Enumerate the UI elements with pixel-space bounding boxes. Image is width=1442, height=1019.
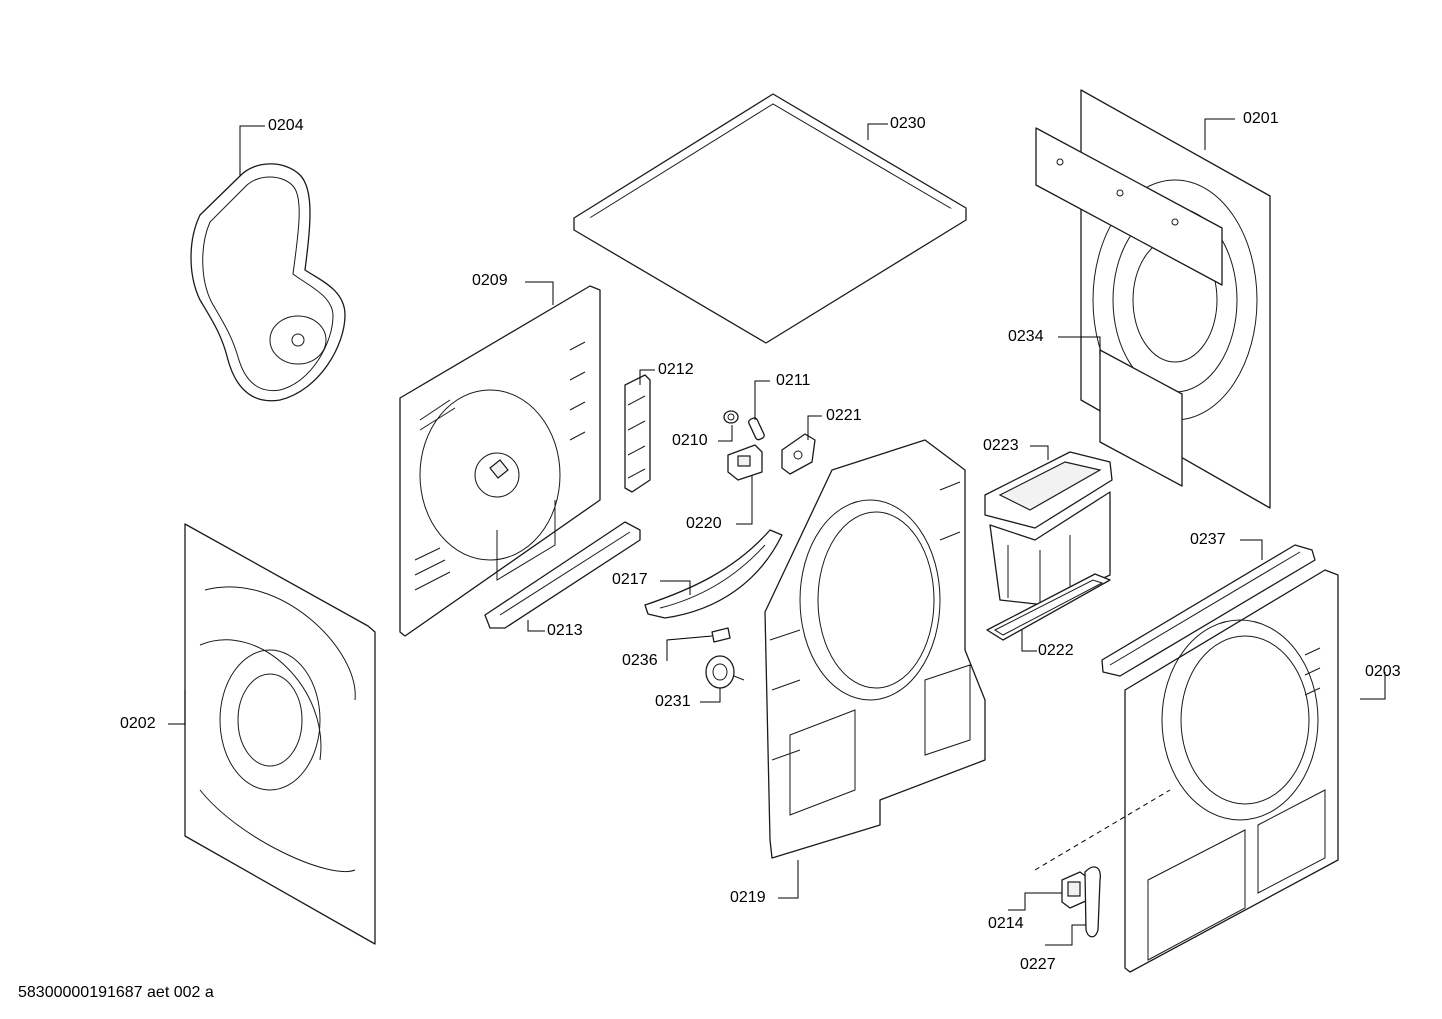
part-0220-switch <box>727 444 763 481</box>
label-0217: 0217 <box>612 571 648 588</box>
label-0227: 0227 <box>1020 956 1056 973</box>
part-0234-filter-mat <box>1099 349 1183 487</box>
label-0204: 0204 <box>268 117 304 134</box>
part-0209-rear-wall <box>399 285 601 637</box>
drawing-reference-number: 58300000191687 aet 002 a <box>18 984 214 1001</box>
label-0213: 0213 <box>547 622 583 639</box>
part-0222-seal <box>986 573 1111 641</box>
part-0212-bracket <box>624 374 651 493</box>
label-0231: 0231 <box>655 693 691 710</box>
part-0223-fluff-filter <box>984 451 1113 606</box>
label-0223: 0223 <box>983 437 1019 454</box>
label-0219: 0219 <box>730 889 766 906</box>
label-0210: 0210 <box>672 432 708 449</box>
assembly-line <box>1034 789 1171 871</box>
label-0201: 0201 <box>1243 110 1279 127</box>
part-0221-sensor <box>781 433 816 475</box>
label-0234: 0234 <box>1008 328 1044 345</box>
label-0221: 0221 <box>826 407 862 424</box>
label-0209: 0209 <box>472 272 508 289</box>
part-0204-gasket <box>190 163 346 402</box>
label-0203: 0203 <box>1365 663 1401 680</box>
label-0211: 0211 <box>776 372 811 389</box>
part-0203-front-panel <box>1124 569 1339 973</box>
part-0210-nut <box>723 410 739 424</box>
part-0214-lock <box>1061 871 1089 909</box>
part-0219-front-frame <box>764 439 986 859</box>
label-0222: 0222 <box>1038 642 1074 659</box>
part-0211-pin <box>748 417 765 441</box>
label-0236: 0236 <box>622 652 658 669</box>
part-0227-strip <box>1084 866 1101 938</box>
part-0231-knob <box>705 655 745 689</box>
label-0237: 0237 <box>1190 531 1226 548</box>
part-0217-holder <box>644 529 783 619</box>
label-0212: 0212 <box>658 361 694 378</box>
label-0230: 0230 <box>890 115 926 132</box>
part-0237-rail <box>1101 544 1316 677</box>
label-0202: 0202 <box>120 715 156 732</box>
part-0202-side-panel <box>184 523 376 945</box>
label-0214: 0214 <box>988 915 1024 932</box>
part-0230-worktop <box>573 93 967 344</box>
label-0220: 0220 <box>686 515 722 532</box>
part-0213-rail <box>484 521 641 629</box>
leader-lines <box>168 118 1386 946</box>
part-0236-clip <box>711 627 731 643</box>
